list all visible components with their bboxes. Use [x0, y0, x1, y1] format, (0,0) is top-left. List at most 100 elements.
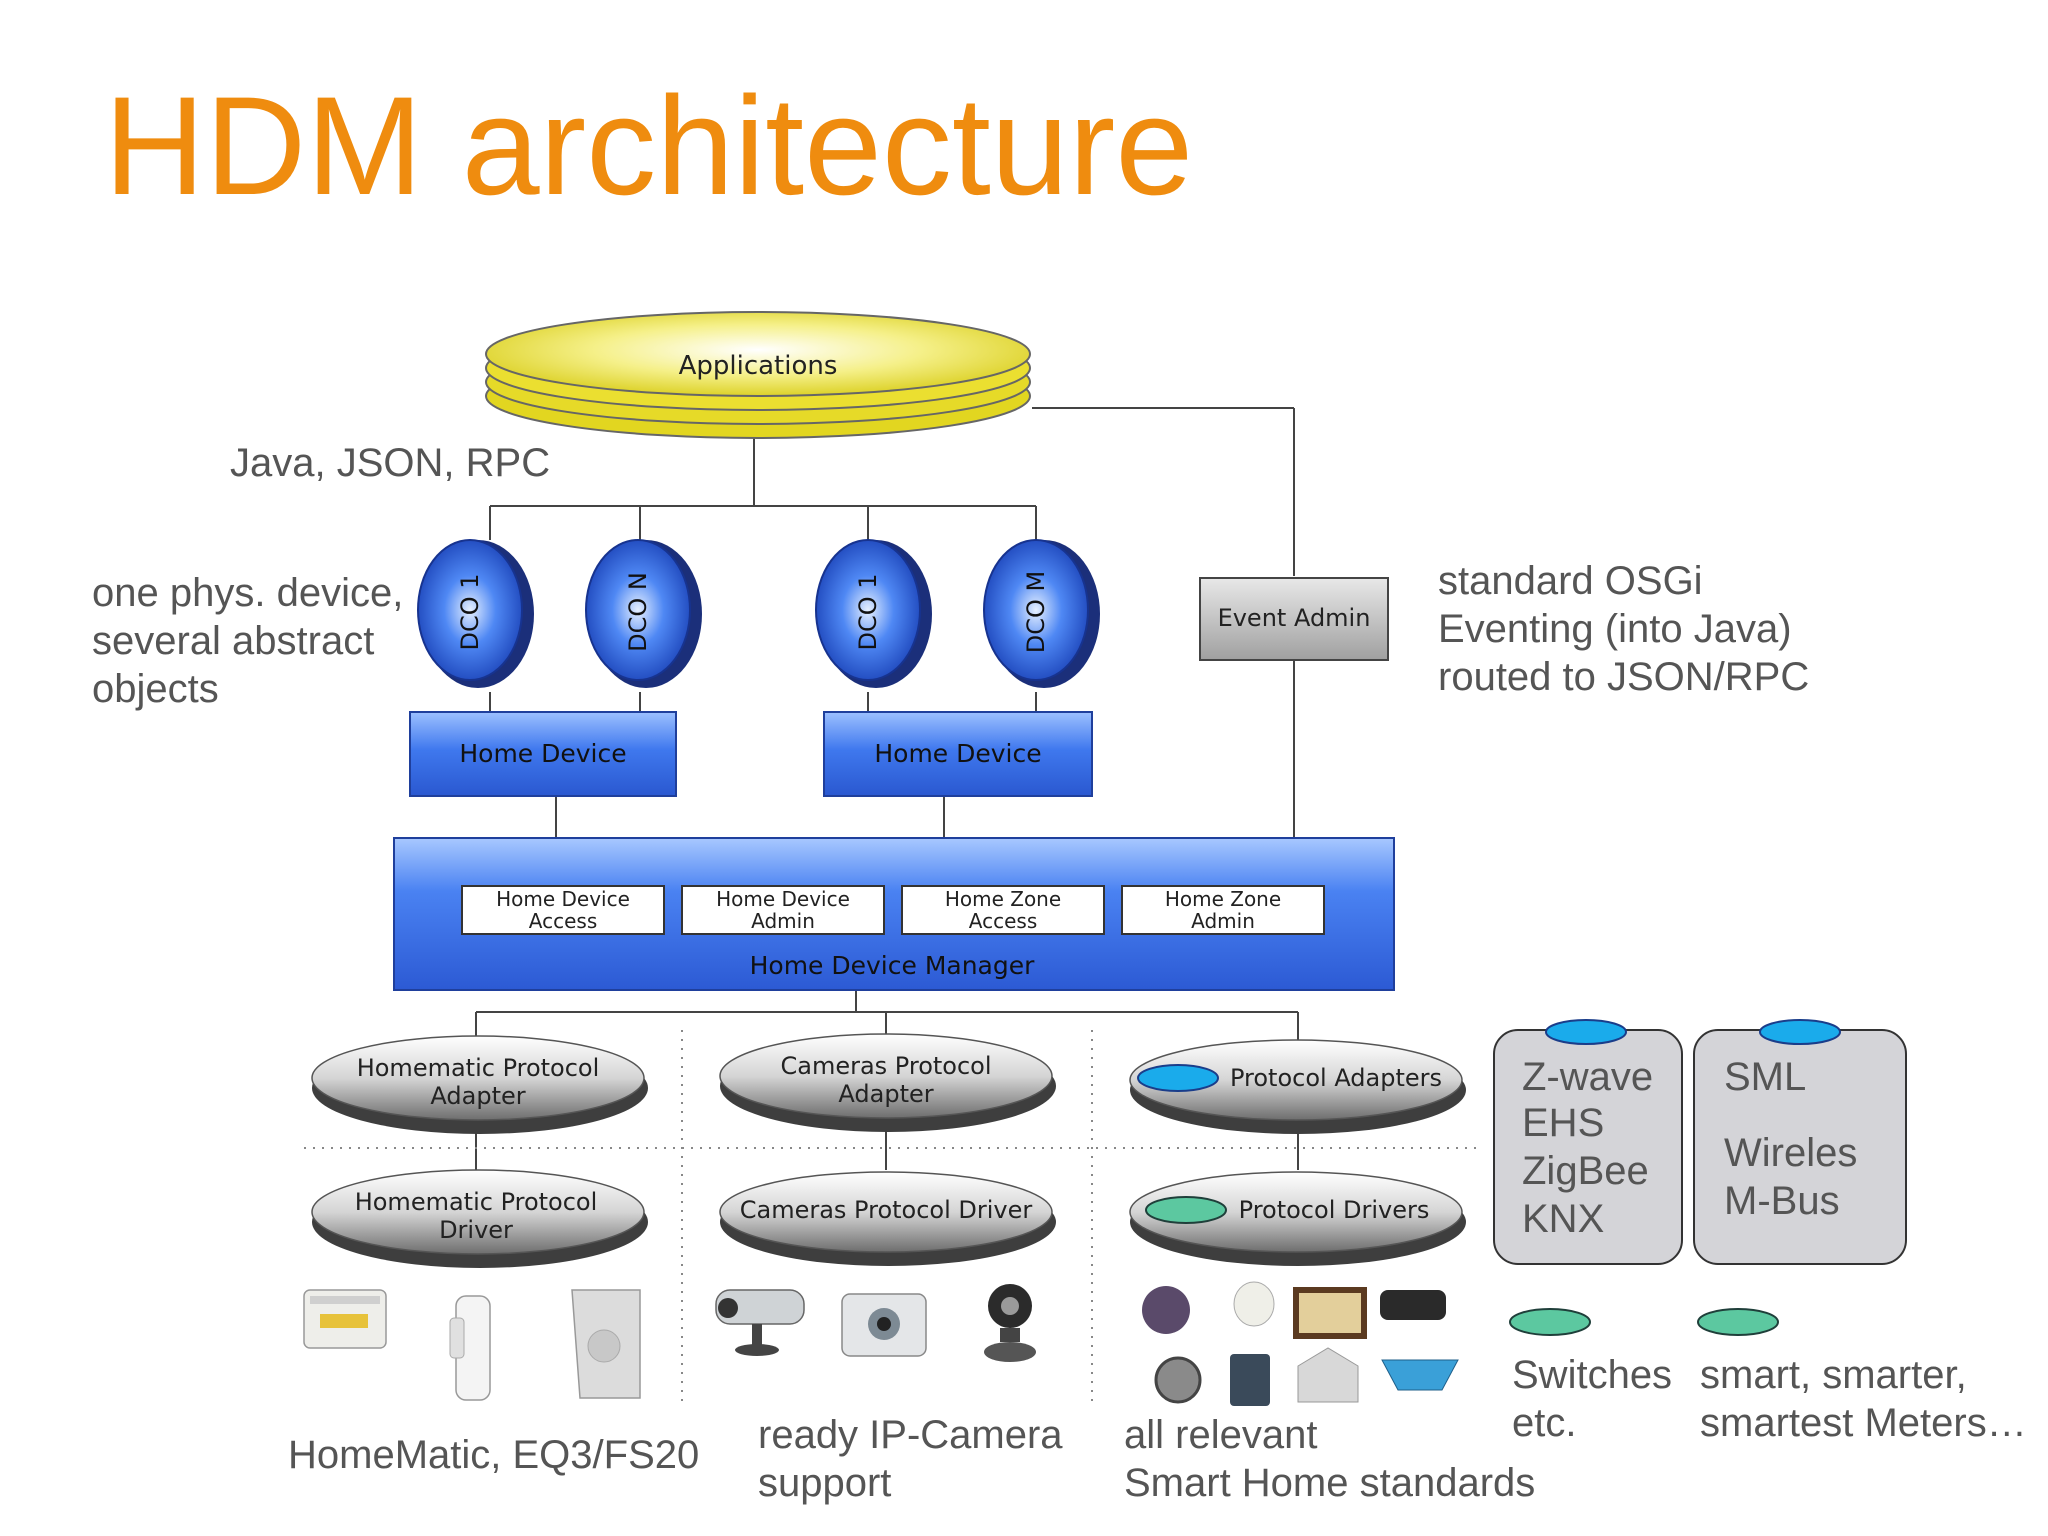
standard-item: SML: [1724, 1055, 1806, 1099]
standard-item: ZigBee: [1522, 1149, 1649, 1193]
garage-door-image: [1297, 1347, 1359, 1403]
service-label: Home Device: [716, 887, 850, 911]
dco-note-line: objects: [92, 667, 219, 711]
event-admin-label: Event Admin: [1218, 604, 1371, 632]
standards-note: all relevant Smart Home standards: [1124, 1413, 1535, 1505]
driver-marker: [1145, 1196, 1227, 1224]
dotted-separators: [304, 1030, 1476, 1402]
service-label: Home Zone: [945, 887, 1061, 911]
adapter-marker: [1137, 1064, 1219, 1092]
apps-protocols-note: Java, JSON, RPC: [230, 441, 550, 485]
applications-label: Applications: [679, 351, 838, 381]
home-device-manager: Home Device Access Home Device Admin Hom…: [393, 837, 1395, 991]
service-label: Admin: [1191, 909, 1255, 933]
standard-item: KNX: [1522, 1197, 1604, 1241]
camcorder-image: [1380, 1290, 1446, 1320]
event-note-line: Eventing (into Java): [1438, 607, 1792, 651]
dco-note-line: one phys. device,: [92, 571, 403, 615]
manager-service-box: Home Device Access: [461, 885, 665, 935]
service-label: Home Device: [496, 887, 630, 911]
driver-label: Protocol Drivers: [1239, 1196, 1430, 1224]
protocol-driver: Cameras Protocol Driver: [719, 1171, 1056, 1266]
dco-object: DCO N: [585, 539, 702, 688]
dco-label: DCO 1: [854, 573, 882, 650]
homematic-device-images: [303, 1289, 641, 1401]
meters-note-line: smart, smarter,: [1700, 1353, 1967, 1397]
dco-label: DCO N: [624, 572, 652, 652]
home-device-box: Home Device: [823, 711, 1093, 797]
standard-item: Wireles: [1724, 1131, 1857, 1175]
protocol-adapter: Protocol Adapters: [1129, 1039, 1466, 1134]
ip-camera-image: [715, 1289, 805, 1356]
slide-title: HDM architecture: [104, 67, 1194, 224]
manager-label: Home Device Manager: [750, 951, 1036, 980]
manager-service-box: Home Zone Admin: [1121, 885, 1325, 935]
phone-image: [1230, 1354, 1270, 1406]
service-label: Access: [969, 909, 1037, 933]
camera-note: ready IP-Camera support: [758, 1413, 1063, 1505]
protocol-driver: Homematic Protocol Driver: [311, 1169, 648, 1268]
camera-note-line: ready IP-Camera: [758, 1413, 1063, 1457]
door-sensor-image: [449, 1295, 491, 1401]
adapter-label: Adapter: [838, 1080, 933, 1108]
motion-sensor-image: [571, 1289, 641, 1399]
applications-stack: Applications: [485, 311, 1031, 439]
standards-box: Z-wave EHS ZigBee KNX: [1493, 1019, 1683, 1265]
standards-note-line: Smart Home standards: [1124, 1461, 1535, 1505]
adapter-label: Cameras Protocol: [780, 1052, 991, 1080]
dco-note-line: several abstract: [92, 619, 374, 663]
adapter-label: Homematic Protocol: [357, 1054, 600, 1082]
driver-marker: [1509, 1308, 1591, 1336]
protocol-driver: Protocol Drivers: [1129, 1171, 1466, 1266]
switches-note: Switches etc.: [1512, 1353, 1672, 1445]
camera-note-line: support: [758, 1461, 891, 1505]
standards-box: SML Wireles M-Bus: [1693, 1019, 1907, 1265]
event-note: standard OSGi Eventing (into Java) route…: [1438, 559, 1809, 699]
standard-item: M-Bus: [1724, 1179, 1840, 1223]
home-device-label: Home Device: [459, 739, 626, 768]
speaker-image: [1154, 1356, 1202, 1404]
event-note-line: standard OSGi: [1438, 559, 1703, 603]
smart-home-device-images: [1142, 1281, 1459, 1406]
adapter-marker: [1545, 1019, 1627, 1045]
meters-note-line: smartest Meters…: [1700, 1401, 2027, 1445]
service-label: Admin: [751, 909, 815, 933]
switches-note-line: etc.: [1512, 1401, 1576, 1445]
home-device-box: Home Device: [409, 711, 677, 797]
adapter-label: Protocol Adapters: [1230, 1064, 1442, 1092]
adapter-marker: [1759, 1019, 1841, 1045]
event-note-line: routed to JSON/RPC: [1438, 655, 1809, 699]
light-bulb-image: [1233, 1281, 1275, 1327]
service-label: Home Zone: [1165, 887, 1281, 911]
manager-service-box: Home Device Admin: [681, 885, 885, 935]
standard-item: EHS: [1522, 1101, 1604, 1145]
adapter-label: Adapter: [430, 1082, 525, 1110]
dco-note: one phys. device, several abstract objec…: [92, 571, 403, 711]
protocol-adapter: Homematic Protocol Adapter: [311, 1035, 648, 1134]
standards-note-line: all relevant: [1124, 1413, 1317, 1457]
service-label: Access: [529, 909, 597, 933]
satellite-dish-image: [1381, 1359, 1459, 1391]
switches-note-line: Switches: [1512, 1353, 1672, 1397]
meters-note: smart, smarter, smartest Meters…: [1700, 1353, 2027, 1445]
standard-item: Z-wave: [1522, 1055, 1653, 1099]
event-admin-box: Event Admin: [1199, 577, 1389, 661]
protocol-adapter: Cameras Protocol Adapter: [719, 1033, 1056, 1132]
driver-label: Cameras Protocol Driver: [740, 1196, 1033, 1224]
webcam-image: [984, 1284, 1036, 1362]
dco-label: DCO M: [1022, 571, 1050, 653]
picture-frame-image: [1293, 1287, 1367, 1339]
homematic-note: HomeMatic, EQ3/FS20: [288, 1433, 699, 1477]
dco-object: DCO 1: [417, 539, 534, 688]
home-device-label: Home Device: [874, 739, 1041, 768]
dome-camera-image: [841, 1293, 927, 1357]
connector-lines: [475, 407, 1299, 1170]
manager-service-box: Home Zone Access: [901, 885, 1105, 935]
media-device-image: [1142, 1286, 1190, 1334]
driver-label: Homematic Protocol: [355, 1188, 598, 1216]
dco-object: DCO 1: [815, 539, 932, 688]
actuator-module-image: [303, 1289, 387, 1349]
driver-label: Driver: [439, 1216, 513, 1244]
